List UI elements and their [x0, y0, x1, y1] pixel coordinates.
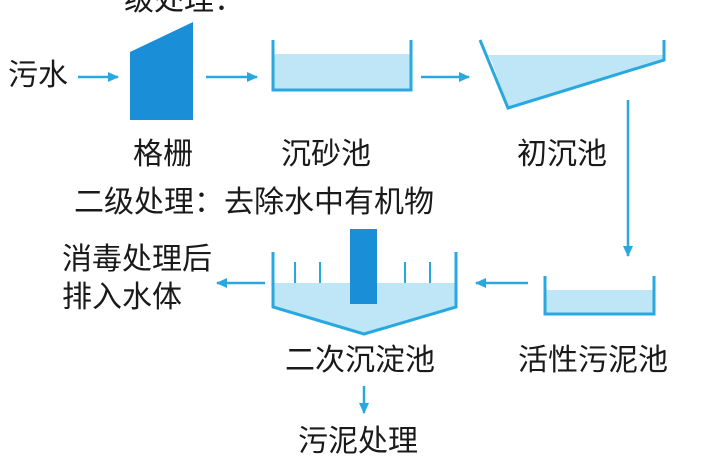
screen-icon	[130, 22, 193, 120]
primary-clarifier-label: 初沉池	[517, 137, 607, 172]
activated-sludge-tank-icon	[543, 276, 656, 316]
grit-chamber-icon	[271, 40, 413, 92]
grit-chamber-label: 沉砂池	[281, 137, 371, 172]
sewage-label: 污水	[8, 58, 68, 93]
sludge-treatment-label: 污泥处理	[298, 424, 418, 459]
activated-sludge-tank-label: 活性污泥池	[518, 343, 668, 378]
secondary-clarifier-icon	[271, 229, 458, 336]
screen-label: 格栅	[133, 137, 193, 172]
primary-clarifier-icon	[478, 39, 666, 110]
discharge-label: 消毒处理后 排入水体	[62, 242, 212, 315]
stage-top-label: 级处理：	[124, 0, 244, 18]
secondary-clarifier-label: 二次沉淀池	[285, 343, 435, 378]
secondary-stage-label: 二级处理：去除水中有机物	[74, 185, 434, 220]
